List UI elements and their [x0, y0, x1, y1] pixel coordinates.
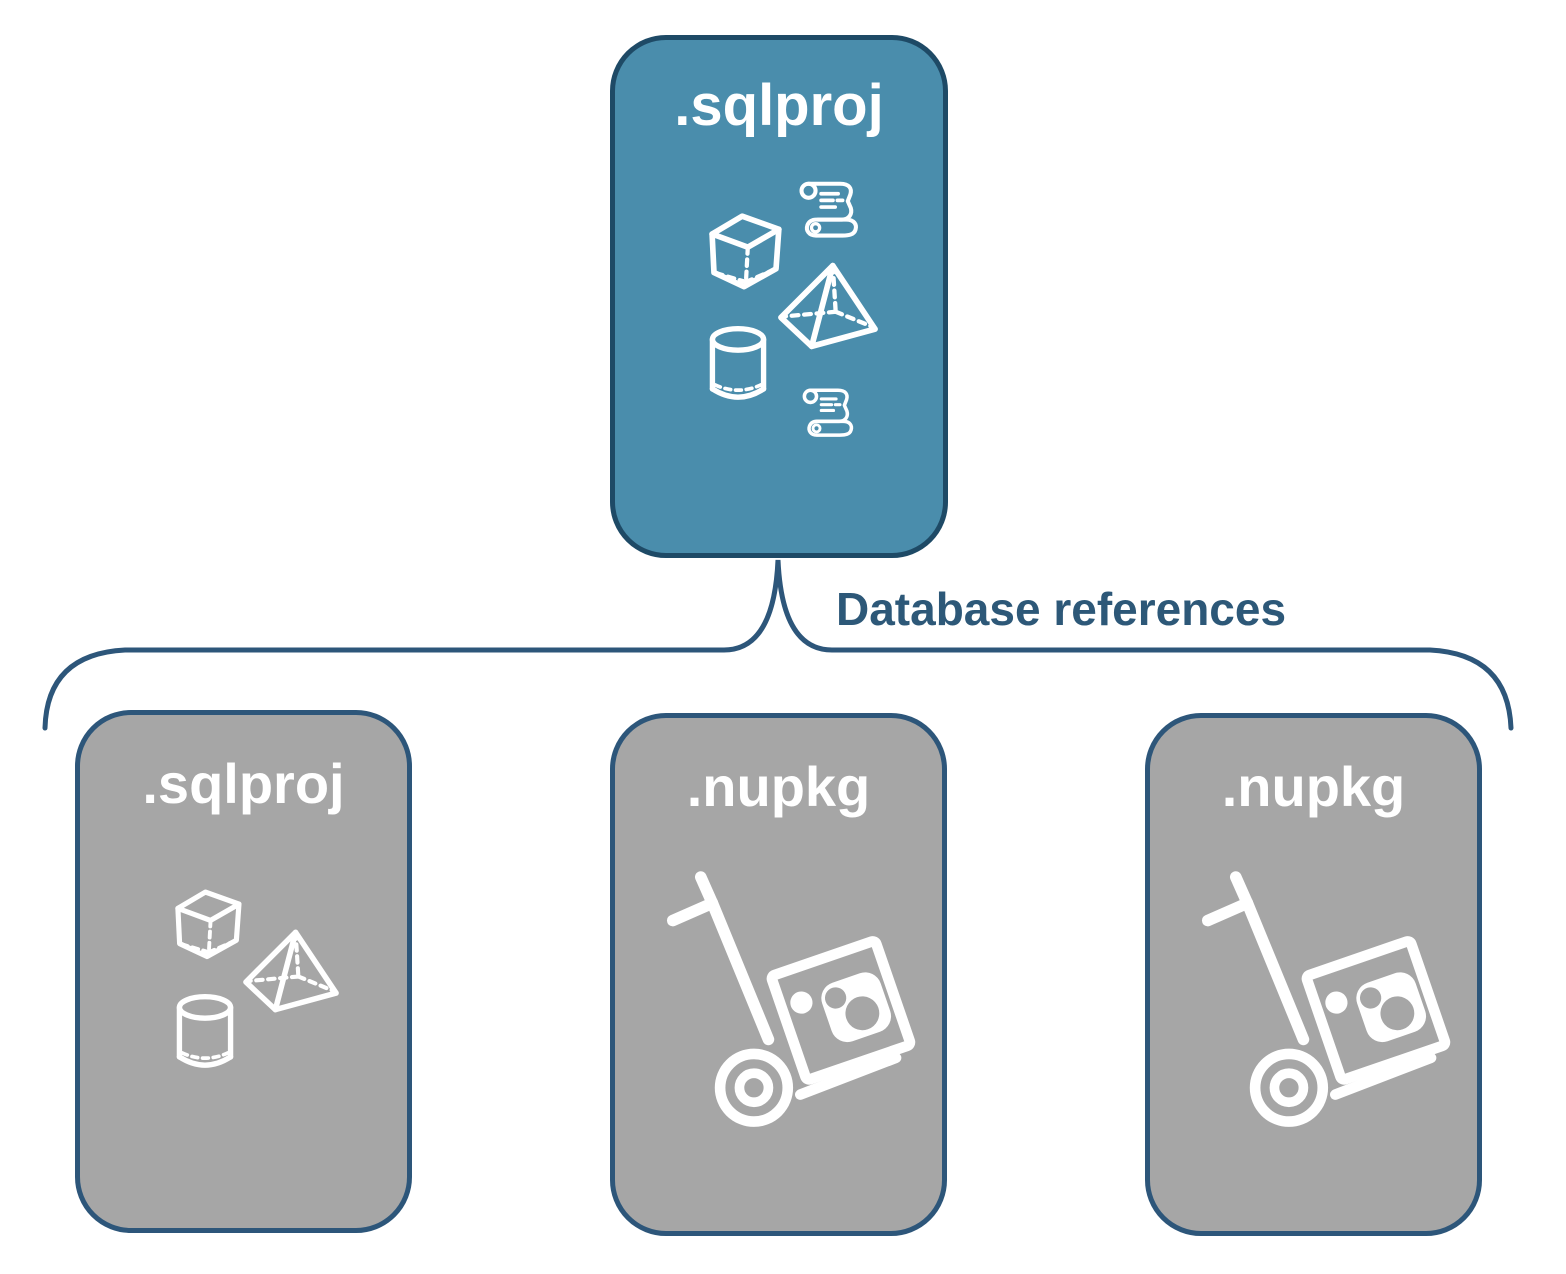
root-node-sqlproj: .sqlproj	[610, 35, 948, 558]
nuget-handtruck-icon	[665, 863, 955, 1183]
child-node-label: .nupkg	[1221, 755, 1406, 818]
child-node-label: .nupkg	[686, 755, 871, 818]
child-node-nupkg-1: .nupkg	[610, 713, 947, 1236]
cylinder-icon	[172, 991, 238, 1075]
scroll-icon	[793, 170, 867, 250]
brace-connector	[42, 559, 1514, 731]
cube-icon	[165, 880, 251, 966]
child-node-sqlproj: .sqlproj	[75, 710, 412, 1233]
pyramid-icon	[775, 258, 881, 354]
nuget-handtruck-icon	[1200, 863, 1490, 1183]
pyramid-icon	[240, 925, 342, 1017]
connector-label: Database references	[836, 583, 1287, 635]
scroll-icon	[797, 378, 861, 448]
cylinder-icon	[705, 323, 771, 407]
root-node-label: .sqlproj	[674, 73, 884, 138]
child-node-label: .sqlproj	[142, 752, 345, 815]
child-node-nupkg-2: .nupkg	[1145, 713, 1482, 1236]
